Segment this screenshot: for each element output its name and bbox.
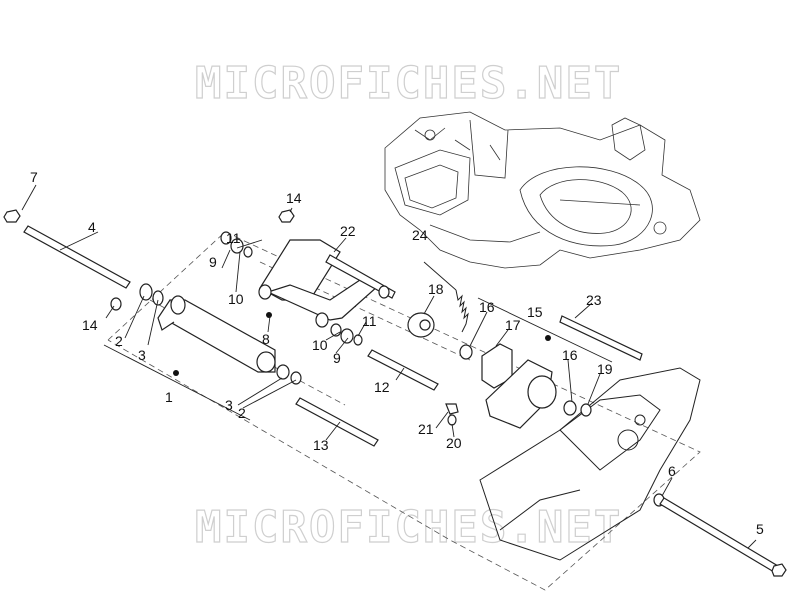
ref-dot-17 <box>545 335 551 341</box>
callout-14-left: 14 <box>82 317 98 333</box>
callout-11-top: 11 <box>226 230 241 246</box>
callout-19: 19 <box>597 361 613 377</box>
callout-21: 21 <box>418 421 434 437</box>
washers-upper <box>220 231 253 258</box>
oring-19 <box>580 403 592 417</box>
callout-9-bottom: 9 <box>333 350 341 366</box>
callout-18: 18 <box>428 281 444 297</box>
bolt-23 <box>559 315 643 361</box>
nut-14-top <box>278 209 295 223</box>
callout-23: 23 <box>586 292 602 308</box>
callout-10-top: 10 <box>228 291 244 307</box>
callout-2-bottom: 2 <box>238 405 246 421</box>
callout-9-top: 9 <box>209 254 217 270</box>
bushing-16 <box>459 344 577 416</box>
callout-14-top: 14 <box>286 190 302 206</box>
callout-2-left: 2 <box>115 333 123 349</box>
bolt-21 <box>445 403 459 415</box>
watermark-top: MICROFICHES.NET <box>195 58 622 109</box>
watermark-bottom: MICROFICHES.NET <box>195 502 622 553</box>
ref-dot-8 <box>266 312 272 318</box>
bolt-13 <box>295 397 379 447</box>
callout-13: 13 <box>313 437 329 453</box>
callout-24: 24 <box>412 227 428 243</box>
callout-16-left: 16 <box>479 299 495 315</box>
callout-20: 20 <box>446 435 462 451</box>
callout-7: 7 <box>30 169 38 185</box>
link-frame <box>258 239 396 328</box>
callout-12: 12 <box>374 379 390 395</box>
swing-arm-1 <box>157 295 302 385</box>
callout-3-bottom: 3 <box>225 397 233 413</box>
frame-bracket <box>479 367 701 561</box>
bolt-5 <box>659 497 787 577</box>
callout-1: 1 <box>165 389 173 405</box>
callout-5: 5 <box>756 521 764 537</box>
callout-22: 22 <box>340 223 356 239</box>
callouts: 7 4 14 2 3 1 3 2 11 9 10 14 22 8 11 10 9… <box>30 169 764 537</box>
callout-8: 8 <box>262 331 270 347</box>
bolt-4 <box>23 225 131 289</box>
callout-6: 6 <box>668 463 676 479</box>
callout-10-bottom: 10 <box>312 337 328 353</box>
washers-left <box>110 283 164 311</box>
nut-7 <box>3 209 21 223</box>
ref-dot-1 <box>173 370 179 376</box>
callout-3-left: 3 <box>138 347 146 363</box>
leader-lines <box>21 184 757 549</box>
callout-11-bottom: 11 <box>362 313 377 329</box>
callout-4: 4 <box>88 219 96 235</box>
spring-24 <box>455 289 469 333</box>
bushing-18 <box>407 312 435 338</box>
callout-17: 17 <box>505 317 521 333</box>
callout-15: 15 <box>527 304 543 320</box>
washer-20 <box>447 414 457 426</box>
bracket-17 <box>481 343 557 429</box>
engine-assembly <box>384 111 701 269</box>
callout-16-right: 16 <box>562 347 578 363</box>
